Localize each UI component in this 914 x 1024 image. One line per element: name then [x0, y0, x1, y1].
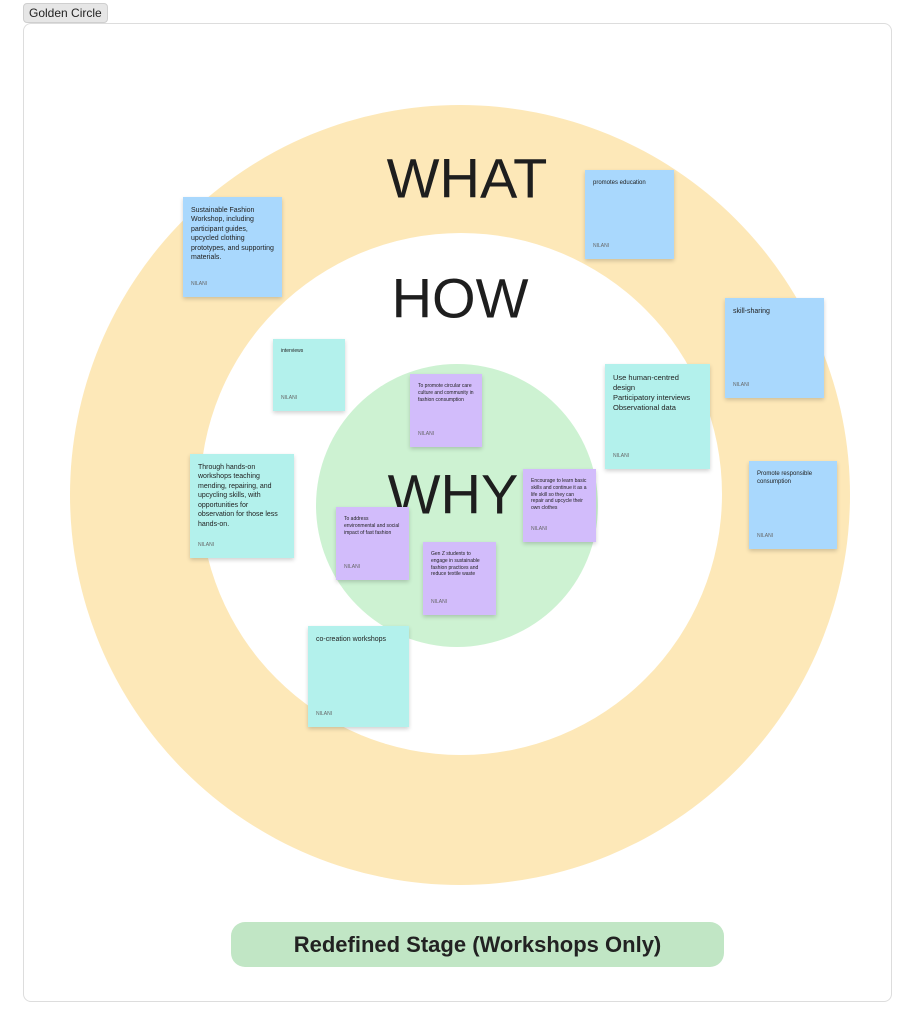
how-label: HOW — [391, 266, 529, 330]
note-text: Gen Z students to engage in sustainable … — [431, 551, 480, 578]
note-author: NILANI — [431, 599, 448, 606]
note-text: Through hands-on workshops teaching mend… — [198, 464, 278, 528]
sticky-note[interactable]: Through hands-on workshops teaching mend… — [190, 454, 294, 558]
sticky-note[interactable]: Encourage to learn basic skills and cont… — [523, 469, 596, 542]
note-text: To promote circular care culture and com… — [418, 383, 474, 403]
note-author: NILANI — [198, 542, 215, 549]
note-text: Promote responsible consumption — [757, 471, 813, 486]
note-author: NILANI — [191, 281, 208, 288]
note-author: NILANI — [344, 564, 361, 571]
note-text: skill-sharing — [733, 308, 770, 315]
note-author: NILANI — [281, 395, 298, 402]
what-label: WHAT — [386, 146, 548, 210]
note-text: co-creation workshops — [316, 636, 387, 643]
note-text: To address environmental and social impa… — [344, 516, 400, 536]
note-text: interviews — [281, 348, 304, 354]
sticky-note[interactable]: To address environmental and social impa… — [336, 507, 409, 580]
note-author: NILANI — [733, 382, 750, 389]
note-author: NILANI — [757, 533, 774, 540]
sticky-note[interactable]: To promote circular care culture and com… — [410, 374, 482, 447]
why-label: WHY — [387, 462, 519, 526]
note-text: promotes education — [593, 180, 646, 186]
note-author: NILANI — [613, 453, 630, 460]
note-text: Sustainable Fashion Workshop, including … — [191, 207, 274, 262]
note-author: NILANI — [316, 711, 333, 718]
note-author: NILANI — [593, 243, 610, 250]
frame-title[interactable]: Golden Circle — [23, 3, 108, 23]
sticky-note[interactable]: Use human-centred design Participatory i… — [605, 364, 710, 469]
sticky-note[interactable]: Gen Z students to engage in sustainable … — [423, 542, 496, 615]
note-author: NILANI — [531, 526, 548, 533]
sticky-note[interactable]: Sustainable Fashion Workshop, including … — [183, 197, 282, 297]
note-text: Encourage to learn basic skills and cont… — [531, 478, 587, 511]
note-author: NILANI — [418, 431, 435, 438]
stage-banner: Redefined Stage (Workshops Only) — [231, 922, 724, 967]
note-text: Use human-centred design Participatory i… — [613, 373, 691, 413]
